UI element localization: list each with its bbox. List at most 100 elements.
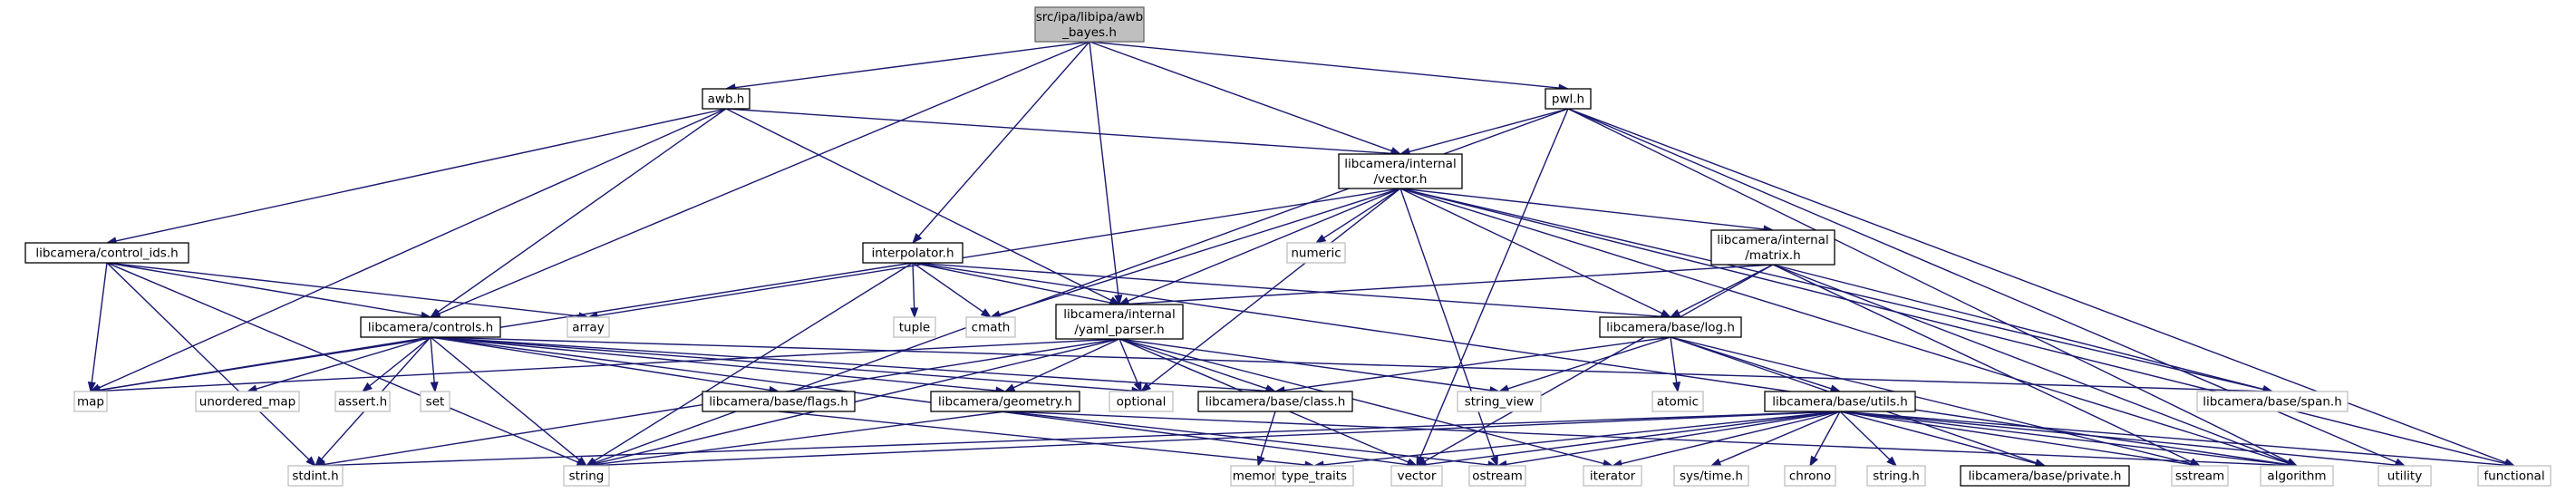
node-box bbox=[287, 465, 344, 487]
edge-arrowhead bbox=[1809, 455, 1819, 468]
edge-line bbox=[1814, 411, 1841, 459]
edge-line bbox=[369, 336, 431, 387]
node-functional: functional bbox=[2477, 465, 2552, 487]
edge-line bbox=[1119, 338, 1138, 384]
node-control_ids[interactable]: libcamera/control_ids.h bbox=[24, 242, 189, 264]
node-box bbox=[1468, 465, 1526, 487]
edge-line bbox=[1119, 338, 1267, 390]
edge-arrowhead bbox=[1490, 455, 1498, 468]
node-log[interactable]: libcamera/base/log.h bbox=[1599, 316, 1742, 338]
edge-line bbox=[1012, 338, 1120, 389]
edge-line bbox=[595, 411, 1006, 466]
node-box bbox=[1055, 304, 1184, 340]
node-box bbox=[1764, 391, 1916, 412]
edge-arrowhead bbox=[87, 382, 96, 393]
edge-line bbox=[734, 41, 1090, 89]
node-box bbox=[862, 242, 964, 264]
edge-line bbox=[912, 262, 915, 309]
edge-line bbox=[324, 411, 1841, 467]
edge-line bbox=[430, 336, 580, 461]
node-label: sys/time.h bbox=[1680, 469, 1743, 484]
edge-arrowhead bbox=[1133, 381, 1142, 393]
node-box bbox=[1960, 465, 2130, 487]
edge-awb-to-vector bbox=[725, 108, 1402, 158]
edge-line bbox=[1127, 188, 1401, 302]
node-iterator: iterator bbox=[1583, 465, 1642, 487]
edge-control_ids-to-map bbox=[87, 262, 108, 393]
node-controls[interactable]: libcamera/controls.h bbox=[360, 316, 501, 338]
edge-line bbox=[1089, 41, 1560, 89]
node-interpolator[interactable]: interpolator.h bbox=[862, 242, 964, 264]
node-label: assert.h bbox=[338, 395, 387, 410]
edge-arrowhead bbox=[1406, 458, 1419, 467]
node-box bbox=[1583, 465, 1642, 487]
edge-geometry-to-string bbox=[585, 411, 1006, 469]
edge-arrowhead bbox=[980, 308, 993, 318]
edge-line bbox=[115, 108, 727, 242]
node-awb[interactable]: awb.h bbox=[702, 88, 751, 110]
node-box bbox=[563, 465, 610, 487]
node-memory: memory bbox=[1230, 465, 1286, 487]
node-box bbox=[702, 391, 856, 412]
node-box bbox=[2477, 465, 2552, 487]
edge-arrowhead bbox=[910, 307, 919, 319]
edge-line bbox=[91, 262, 108, 383]
edge-arrowhead bbox=[1672, 381, 1681, 393]
edge-arrowhead bbox=[429, 308, 441, 318]
node-utils[interactable]: libcamera/base/utils.h bbox=[1764, 391, 1916, 412]
node-label: stdint.h bbox=[292, 469, 338, 484]
node-box bbox=[360, 316, 501, 338]
edge-line bbox=[98, 108, 727, 389]
edge-vector-to-optional bbox=[1139, 188, 1401, 392]
node-box bbox=[1034, 6, 1145, 43]
node-assert: assert.h bbox=[334, 391, 391, 412]
edge-yaml_parser-to-optional bbox=[1119, 338, 1142, 393]
edge-line bbox=[1839, 411, 2289, 466]
node-algorithm: algorithm bbox=[2260, 465, 2334, 487]
node-private[interactable]: libcamera/base/private.h bbox=[1960, 465, 2130, 487]
edge-line bbox=[1089, 41, 1392, 152]
node-numeric: numeric bbox=[1286, 242, 1346, 264]
edge-line bbox=[725, 108, 1112, 302]
edge-line bbox=[106, 262, 422, 317]
edge-arrowhead bbox=[305, 456, 317, 467]
edge-controls-to-assert bbox=[361, 336, 431, 392]
edge-awb-to-control_ids bbox=[105, 108, 727, 246]
edge-line bbox=[1399, 188, 1496, 458]
node-box bbox=[1710, 229, 1835, 266]
edge-line bbox=[595, 411, 1841, 467]
node-pwl[interactable]: pwl.h bbox=[1545, 88, 1592, 110]
node-box bbox=[1274, 465, 1354, 487]
edge-awb-to-yaml_parser bbox=[725, 108, 1121, 305]
edge-vector-to-log bbox=[1399, 188, 1672, 318]
node-chrono: chrono bbox=[1784, 465, 1836, 487]
edge-line bbox=[1322, 411, 1841, 466]
node-geometry[interactable]: libcamera/geometry.h bbox=[930, 391, 1080, 412]
edge-line bbox=[1004, 411, 2289, 467]
edge-line bbox=[1409, 108, 1569, 153]
edge-controls-to-unordered_map bbox=[246, 336, 431, 393]
edge-line bbox=[1567, 108, 2290, 463]
edge-interpolator-to-log bbox=[912, 262, 1672, 321]
edge-interpolator-to-map bbox=[89, 262, 914, 394]
node-vector[interactable]: libcamera/internal/vector.h bbox=[1338, 153, 1463, 189]
edge-root-to-awb bbox=[724, 41, 1090, 92]
node-box bbox=[965, 316, 1016, 338]
edge-matrix-to-algorithm bbox=[1772, 264, 2299, 467]
edge-line bbox=[1260, 411, 1276, 458]
node-box bbox=[930, 391, 1080, 412]
edge-arrowhead bbox=[430, 382, 439, 393]
edge-line bbox=[1839, 411, 2037, 465]
node-matrix[interactable]: libcamera/internal/matrix.h bbox=[1710, 229, 1835, 266]
edge-log-to-string_view bbox=[1497, 336, 1671, 393]
node-type_traits: type_traits bbox=[1274, 465, 1354, 487]
edge-line bbox=[918, 41, 1090, 237]
node-array: array bbox=[567, 316, 610, 338]
node-class[interactable]: libcamera/base/class.h bbox=[1197, 391, 1353, 412]
node-string: string bbox=[563, 465, 610, 487]
node-yaml_parser[interactable]: libcamera/internal/yaml_parser.h bbox=[1055, 304, 1184, 340]
node-systime: sys/time.h bbox=[1673, 465, 1749, 487]
node-flags[interactable]: libcamera/base/flags.h bbox=[702, 391, 856, 412]
edge-vector-to-span bbox=[1399, 188, 2274, 394]
